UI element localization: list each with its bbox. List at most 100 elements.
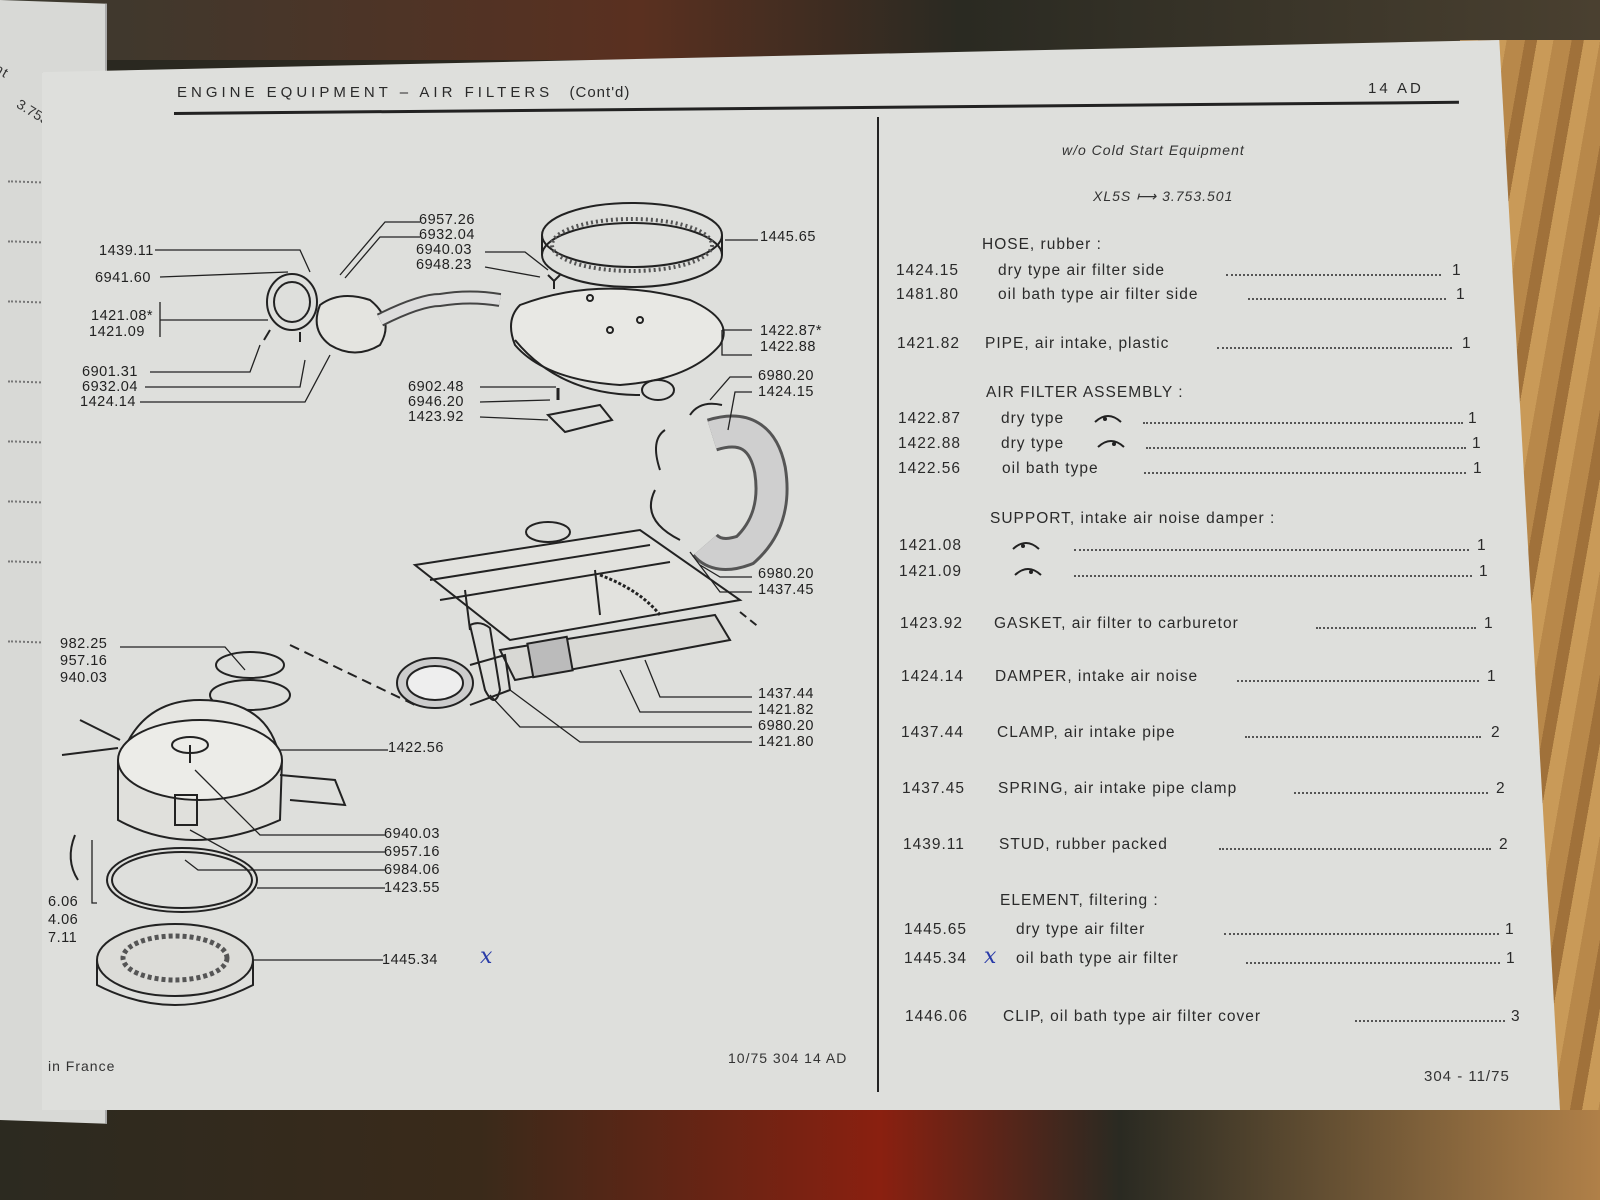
page-code: 14 AD bbox=[1368, 80, 1424, 97]
parts-row: 1421.08 1 bbox=[899, 537, 1487, 557]
parts-row: 1422.88 dry type 1 bbox=[898, 435, 1483, 455]
parts-row: 1422.87 dry type 1 bbox=[898, 410, 1478, 430]
callout-6940-03: 6940.03 bbox=[416, 242, 472, 258]
part-desc: DAMPER, intake air noise bbox=[995, 668, 1199, 685]
callout-1421-08: 1421.08* bbox=[91, 308, 154, 324]
callout-6980-20-c: 6980.20 bbox=[758, 718, 814, 734]
callout-982-25: 982.25 bbox=[60, 636, 108, 652]
callout-6980-20: 6980.20 bbox=[758, 368, 814, 384]
callout-1437-45: 1437.45 bbox=[758, 582, 814, 598]
parts-row: 1445.65 dry type air filter 1 bbox=[904, 921, 1514, 941]
callout-1422-88: 1422.88 bbox=[760, 339, 816, 355]
parts-row: 1445.34 x oil bath type air filter 1 bbox=[904, 944, 1516, 970]
part-qty: 1 bbox=[1477, 537, 1487, 554]
callout-1423-55: 1423.55 bbox=[384, 880, 440, 896]
parts-row: 1424.15 dry type air filter side 1 bbox=[896, 262, 1461, 282]
part-ref: 1421.08 bbox=[899, 537, 963, 554]
part-qty: 1 bbox=[1505, 921, 1515, 938]
parts-list-serial: XL5S ⟼ 3.753.501 bbox=[1093, 188, 1234, 204]
part-qty: 1 bbox=[1487, 668, 1497, 685]
part-ref: 1424.14 bbox=[901, 668, 965, 685]
footer-right: 304 - 11/75 bbox=[1424, 1068, 1510, 1085]
part-qty: 1 bbox=[1468, 410, 1478, 427]
footer-center: 10/75 304 14 AD bbox=[728, 1050, 848, 1066]
group-hose: HOSE, rubber : bbox=[982, 236, 1102, 253]
part-ref: 1421.82 bbox=[897, 335, 961, 352]
callout-1424-15: 1424.15 bbox=[758, 384, 814, 400]
part-ref: 1421.09 bbox=[899, 563, 963, 580]
part-ref: 1437.45 bbox=[902, 780, 966, 797]
callout-1445-65: 1445.65 bbox=[760, 229, 816, 245]
callout-6-06: 6.06 bbox=[48, 894, 79, 910]
part-desc: CLIP, oil bath type air filter cover bbox=[1003, 1008, 1261, 1025]
parts-row: 1437.44 CLAMP, air intake pipe 2 bbox=[901, 724, 1506, 744]
part-qty: 1 bbox=[1472, 435, 1482, 452]
part-qty: 1 bbox=[1479, 563, 1489, 580]
part-qty: 1 bbox=[1484, 615, 1494, 632]
part-desc: GASKET, air filter to carburetor bbox=[994, 615, 1239, 632]
part-ref: 1437.44 bbox=[901, 724, 965, 741]
parts-row: 1439.11 STUD, rubber packed 2 bbox=[903, 836, 1513, 856]
callout-1439-11: 1439.11 bbox=[99, 243, 154, 259]
background-bottom bbox=[0, 1110, 1600, 1200]
part-qty: 2 bbox=[1496, 780, 1506, 797]
callout-1421-82: 1421.82 bbox=[758, 702, 814, 718]
callout-6957-16: 6957.16 bbox=[384, 844, 440, 860]
part-desc: oil bath type air filter bbox=[1016, 950, 1179, 967]
part-qty: 1 bbox=[1452, 262, 1462, 279]
group-support: SUPPORT, intake air noise damper : bbox=[990, 510, 1276, 527]
callout-6940-03-b: 6940.03 bbox=[384, 826, 440, 842]
callout-6902-48: 6902.48 bbox=[408, 379, 464, 395]
part-qty: 1 bbox=[1473, 460, 1483, 477]
callout-6980-20-b: 6980.20 bbox=[758, 566, 814, 582]
callout-1437-44: 1437.44 bbox=[758, 686, 814, 702]
callout-6946-20: 6946.20 bbox=[408, 394, 464, 410]
part-ref: 1422.56 bbox=[898, 460, 962, 477]
part-desc: CLAMP, air intake pipe bbox=[997, 724, 1176, 741]
callout-1423-92: 1423.92 bbox=[408, 409, 464, 425]
callout-940-03: 940.03 bbox=[60, 670, 108, 686]
callout-6932-04: 6932.04 bbox=[419, 227, 475, 243]
part-ref: 1422.88 bbox=[898, 435, 962, 452]
page-title: ENGINE EQUIPMENT – AIR FILTERS (Cont'd) bbox=[177, 84, 630, 101]
parts-row: 1422.56 oil bath type 1 bbox=[898, 460, 1483, 480]
column-divider bbox=[877, 117, 879, 1092]
handwritten-x-mark: x bbox=[480, 944, 493, 969]
part-desc: STUD, rubber packed bbox=[999, 836, 1168, 853]
part-ref: 1445.65 bbox=[904, 921, 968, 938]
part-desc: SPRING, air intake pipe clamp bbox=[998, 780, 1238, 797]
part-desc: PIPE, air intake, plastic bbox=[985, 335, 1170, 352]
callout-6901-31: 6901.31 bbox=[82, 364, 138, 380]
mount-orientation-b-icon bbox=[1097, 440, 1125, 448]
group-air-filter-assembly: AIR FILTER ASSEMBLY : bbox=[986, 384, 1184, 401]
callout-1422-56: 1422.56 bbox=[388, 740, 444, 756]
group-element: ELEMENT, filtering : bbox=[1000, 892, 1159, 909]
callout-6984-06: 6984.06 bbox=[384, 862, 440, 878]
part-desc: dry type bbox=[1001, 410, 1065, 427]
parts-row: 1423.92 GASKET, air filter to carburetor… bbox=[900, 615, 1495, 635]
parts-row: 1446.06 CLIP, oil bath type air filter c… bbox=[905, 1008, 1525, 1028]
callout-1445-34: 1445.34 bbox=[382, 952, 438, 968]
part-desc: dry type air filter side bbox=[998, 262, 1165, 279]
part-qty: 1 bbox=[1506, 950, 1516, 967]
callout-1421-09: 1421.09 bbox=[89, 324, 145, 340]
part-ref: 1423.92 bbox=[900, 615, 964, 632]
part-desc: dry type air filter bbox=[1016, 921, 1146, 938]
callout-1421-80: 1421.80 bbox=[758, 734, 814, 750]
mount-orientation-a-icon bbox=[1012, 542, 1040, 550]
callout-1424-14: 1424.14 bbox=[80, 394, 136, 410]
callout-4-06: 4.06 bbox=[48, 912, 79, 928]
part-qty: 1 bbox=[1456, 286, 1466, 303]
mount-orientation-b-icon bbox=[1014, 568, 1042, 576]
callout-1422-87: 1422.87* bbox=[760, 323, 823, 339]
part-qty: 3 bbox=[1511, 1008, 1521, 1025]
part-ref: 1446.06 bbox=[905, 1008, 969, 1025]
parts-row: 1437.45 SPRING, air intake pipe clamp 2 bbox=[902, 780, 1507, 800]
callout-6932-04-b: 6932.04 bbox=[82, 379, 138, 395]
part-ref: 1439.11 bbox=[903, 836, 965, 853]
part-ref: 1422.87 bbox=[898, 410, 962, 427]
parts-row: 1424.14 DAMPER, intake air noise 1 bbox=[901, 668, 1501, 688]
footer-left: in France bbox=[48, 1058, 116, 1074]
parts-row: 1481.80 oil bath type air filter side 1 bbox=[896, 286, 1466, 306]
